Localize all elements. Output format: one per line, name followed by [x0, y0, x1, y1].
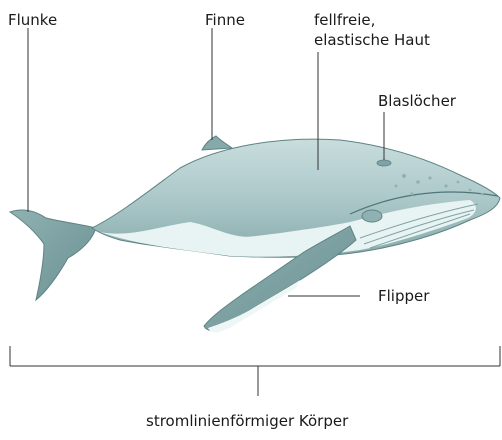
label-flunke: Flunke [8, 11, 57, 30]
label-flipper: Flipper [378, 287, 429, 306]
tail-fluke [10, 210, 96, 300]
dorsal-fin [202, 136, 232, 150]
label-finne: Finne [205, 11, 245, 30]
label-koerper: stromlinienförmiger Körper [146, 412, 348, 431]
label-blasloecher: Blaslöcher [378, 92, 456, 111]
eye [362, 210, 382, 222]
blowhole [377, 160, 391, 166]
label-haut-line2: elastische Haut [314, 31, 430, 50]
label-haut-line1: fellfreie, [314, 11, 375, 30]
